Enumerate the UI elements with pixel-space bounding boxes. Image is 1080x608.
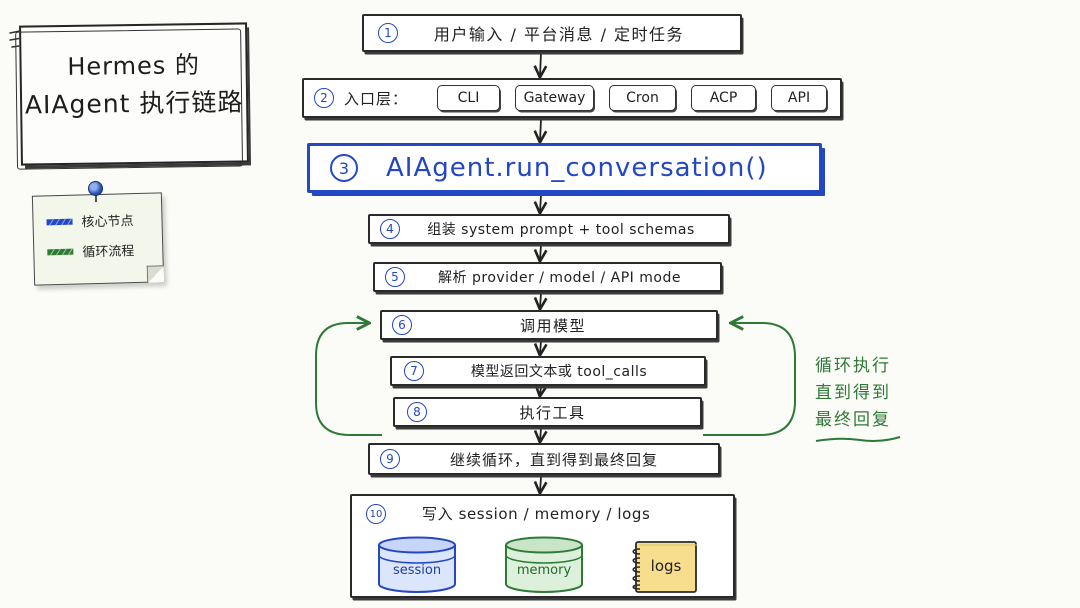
database-icon — [505, 536, 583, 593]
memory-store: memory — [504, 536, 584, 594]
step-text: 用户输入 / 平台消息 / 定时任务 — [433, 25, 685, 44]
step-number: 6 — [392, 315, 412, 335]
step-text: 组装 system prompt + tool schemas — [427, 222, 695, 238]
arrow-4-5 — [540, 244, 541, 260]
arrow-3-4 — [540, 194, 541, 212]
legend-note: 核心节点 循环流程 — [31, 192, 165, 286]
legend-label: 核心节点 — [81, 214, 134, 231]
pushpin-icon — [88, 181, 103, 196]
notebook-icon — [632, 541, 697, 593]
step-6-call-model: 6 调用模型 — [380, 310, 718, 340]
entry-cron: Cron — [609, 85, 676, 111]
arrow-1-2 — [540, 52, 541, 76]
step-number: 7 — [404, 361, 424, 381]
entry-gateway: Gateway — [515, 85, 594, 111]
entry-api: API — [771, 85, 827, 111]
loop-note-underline — [815, 436, 901, 442]
step-number: 2 — [314, 88, 334, 108]
loop-arrow-left — [315, 323, 382, 436]
loop-note-line: 直到得到 — [815, 383, 891, 403]
legend-item-core: 核心节点 — [45, 210, 134, 231]
title-line-1: Hermes 的 — [67, 51, 201, 81]
step-2-entry-layer: 2 入口层： CLI Gateway Cron ACP API — [302, 78, 842, 118]
step-9-continue-loop: 9 继续循环，直到得到最终回复 — [368, 443, 720, 475]
step-4-assemble-prompt: 4 组装 system prompt + tool schemas — [368, 214, 730, 244]
step-10-persist: 10 写入 session / memory / logs session me… — [350, 494, 735, 598]
step-number: 9 — [380, 449, 400, 469]
step-number: 1 — [378, 23, 398, 43]
loop-annotation: 循环执行 直到得到 最终回复 — [815, 353, 891, 434]
step-number: 3 — [330, 154, 358, 182]
store-label: session — [392, 563, 442, 578]
arrow-8-9 — [540, 427, 541, 441]
arrow-9-10 — [540, 476, 541, 492]
entry-cli: CLI — [437, 85, 500, 111]
step-text: 执行工具 — [519, 403, 586, 422]
step-7-model-returns: 7 模型返回文本或 tool_calls — [390, 356, 706, 386]
store-label: memory — [516, 563, 572, 578]
step-number: 8 — [407, 402, 427, 422]
step-number: 5 — [385, 267, 405, 287]
database-icon — [378, 536, 456, 593]
legend-item-loop: 循环流程 — [46, 240, 135, 261]
step-8-run-tools: 8 执行工具 — [393, 397, 702, 427]
step-5-resolve-provider: 5 解析 provider / model / API mode — [373, 262, 722, 292]
arrow-5-6 — [540, 292, 541, 308]
arrow-2-3 — [540, 118, 541, 141]
step-3-core-node: 3 AIAgent.run_conversation() — [307, 143, 822, 193]
step-1-input-sources: 1 用户输入 / 平台消息 / 定时任务 — [362, 14, 742, 52]
step-text: 写入 session / memory / logs — [422, 505, 651, 523]
diagram-title-card: Hermes 的 AIAgent 执行链路 — [19, 22, 249, 166]
store-label: logs — [650, 557, 682, 575]
title-line-2: AIAgent 执行链路 — [24, 87, 244, 120]
step-text: 模型返回文本或 tool_calls — [470, 364, 648, 380]
entry-list: CLI Gateway Cron ACP API — [437, 85, 827, 111]
step-text: 调用模型 — [519, 316, 586, 335]
step-text: 继续循环，直到得到最终回复 — [449, 450, 658, 469]
pin-stem — [95, 194, 97, 202]
step-number: 4 — [380, 219, 400, 239]
green-marker-icon — [47, 247, 74, 256]
step-text: 解析 provider / model / API mode — [438, 270, 681, 286]
arrow-6-7 — [540, 340, 541, 354]
loop-note-line: 最终回复 — [815, 410, 891, 430]
step-label: 入口层： — [344, 89, 409, 108]
logs-store: logs — [627, 539, 699, 595]
session-store: session — [377, 536, 457, 594]
entry-acp: ACP — [691, 85, 756, 111]
loop-note-line: 循环执行 — [815, 356, 891, 376]
blue-marker-icon — [46, 217, 73, 226]
arrow-7-8 — [540, 387, 541, 395]
step-number: 10 — [366, 504, 386, 524]
legend-label: 循环流程 — [82, 244, 135, 261]
step-text: AIAgent.run_conversation() — [386, 153, 768, 183]
